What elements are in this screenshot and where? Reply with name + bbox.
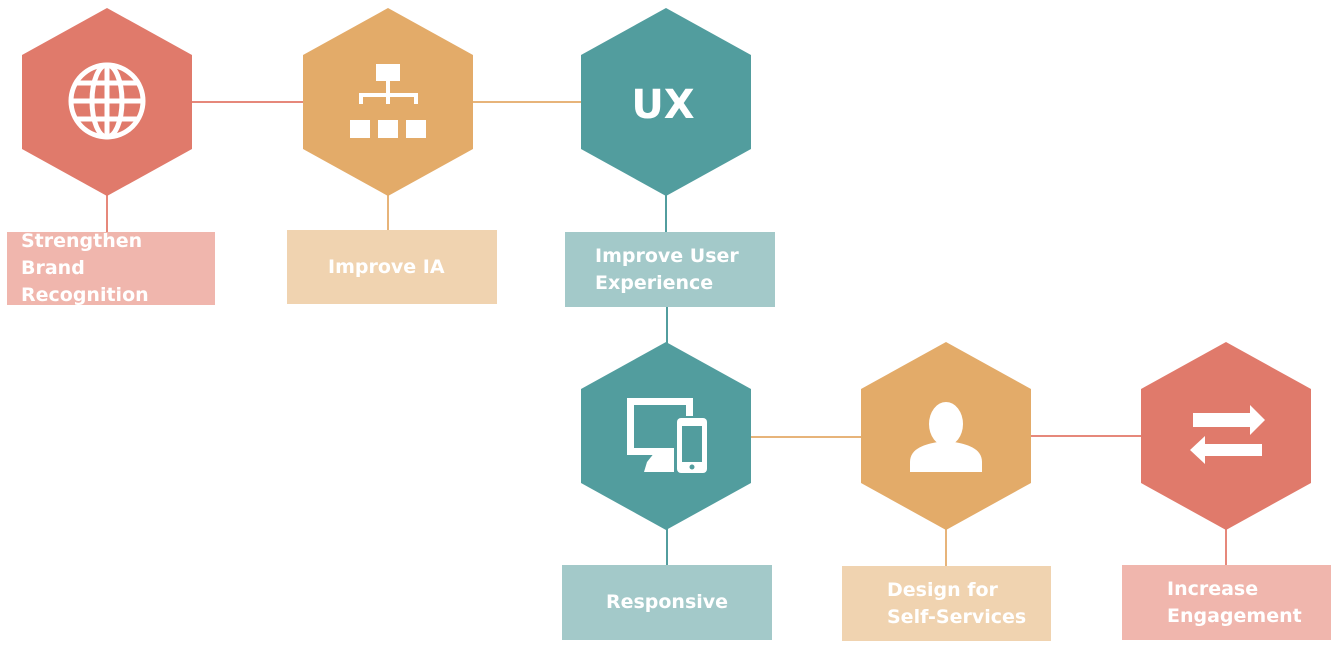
label-self-services: Design for Self-Services: [842, 566, 1051, 641]
label-improve-ia: Improve IA: [287, 230, 497, 304]
globe-icon: [68, 62, 146, 140]
sitemap-icon: [350, 64, 426, 138]
hexagon-responsive: [581, 342, 751, 530]
label-engagement: Increase Engagement: [1122, 565, 1331, 640]
swap-arrows-icon: [1190, 405, 1265, 464]
user-icon: [910, 402, 982, 472]
hexagon-engagement: [1141, 342, 1311, 530]
ux-icon-text: UX: [631, 82, 694, 128]
hexagon-ux: [581, 8, 751, 196]
label-improve-ux: Improve User Experience: [565, 232, 775, 307]
label-responsive: Responsive: [562, 565, 772, 640]
label-strengthen-brand: Strengthen Brand Recognition: [7, 230, 215, 306]
devices-icon: [627, 398, 707, 473]
